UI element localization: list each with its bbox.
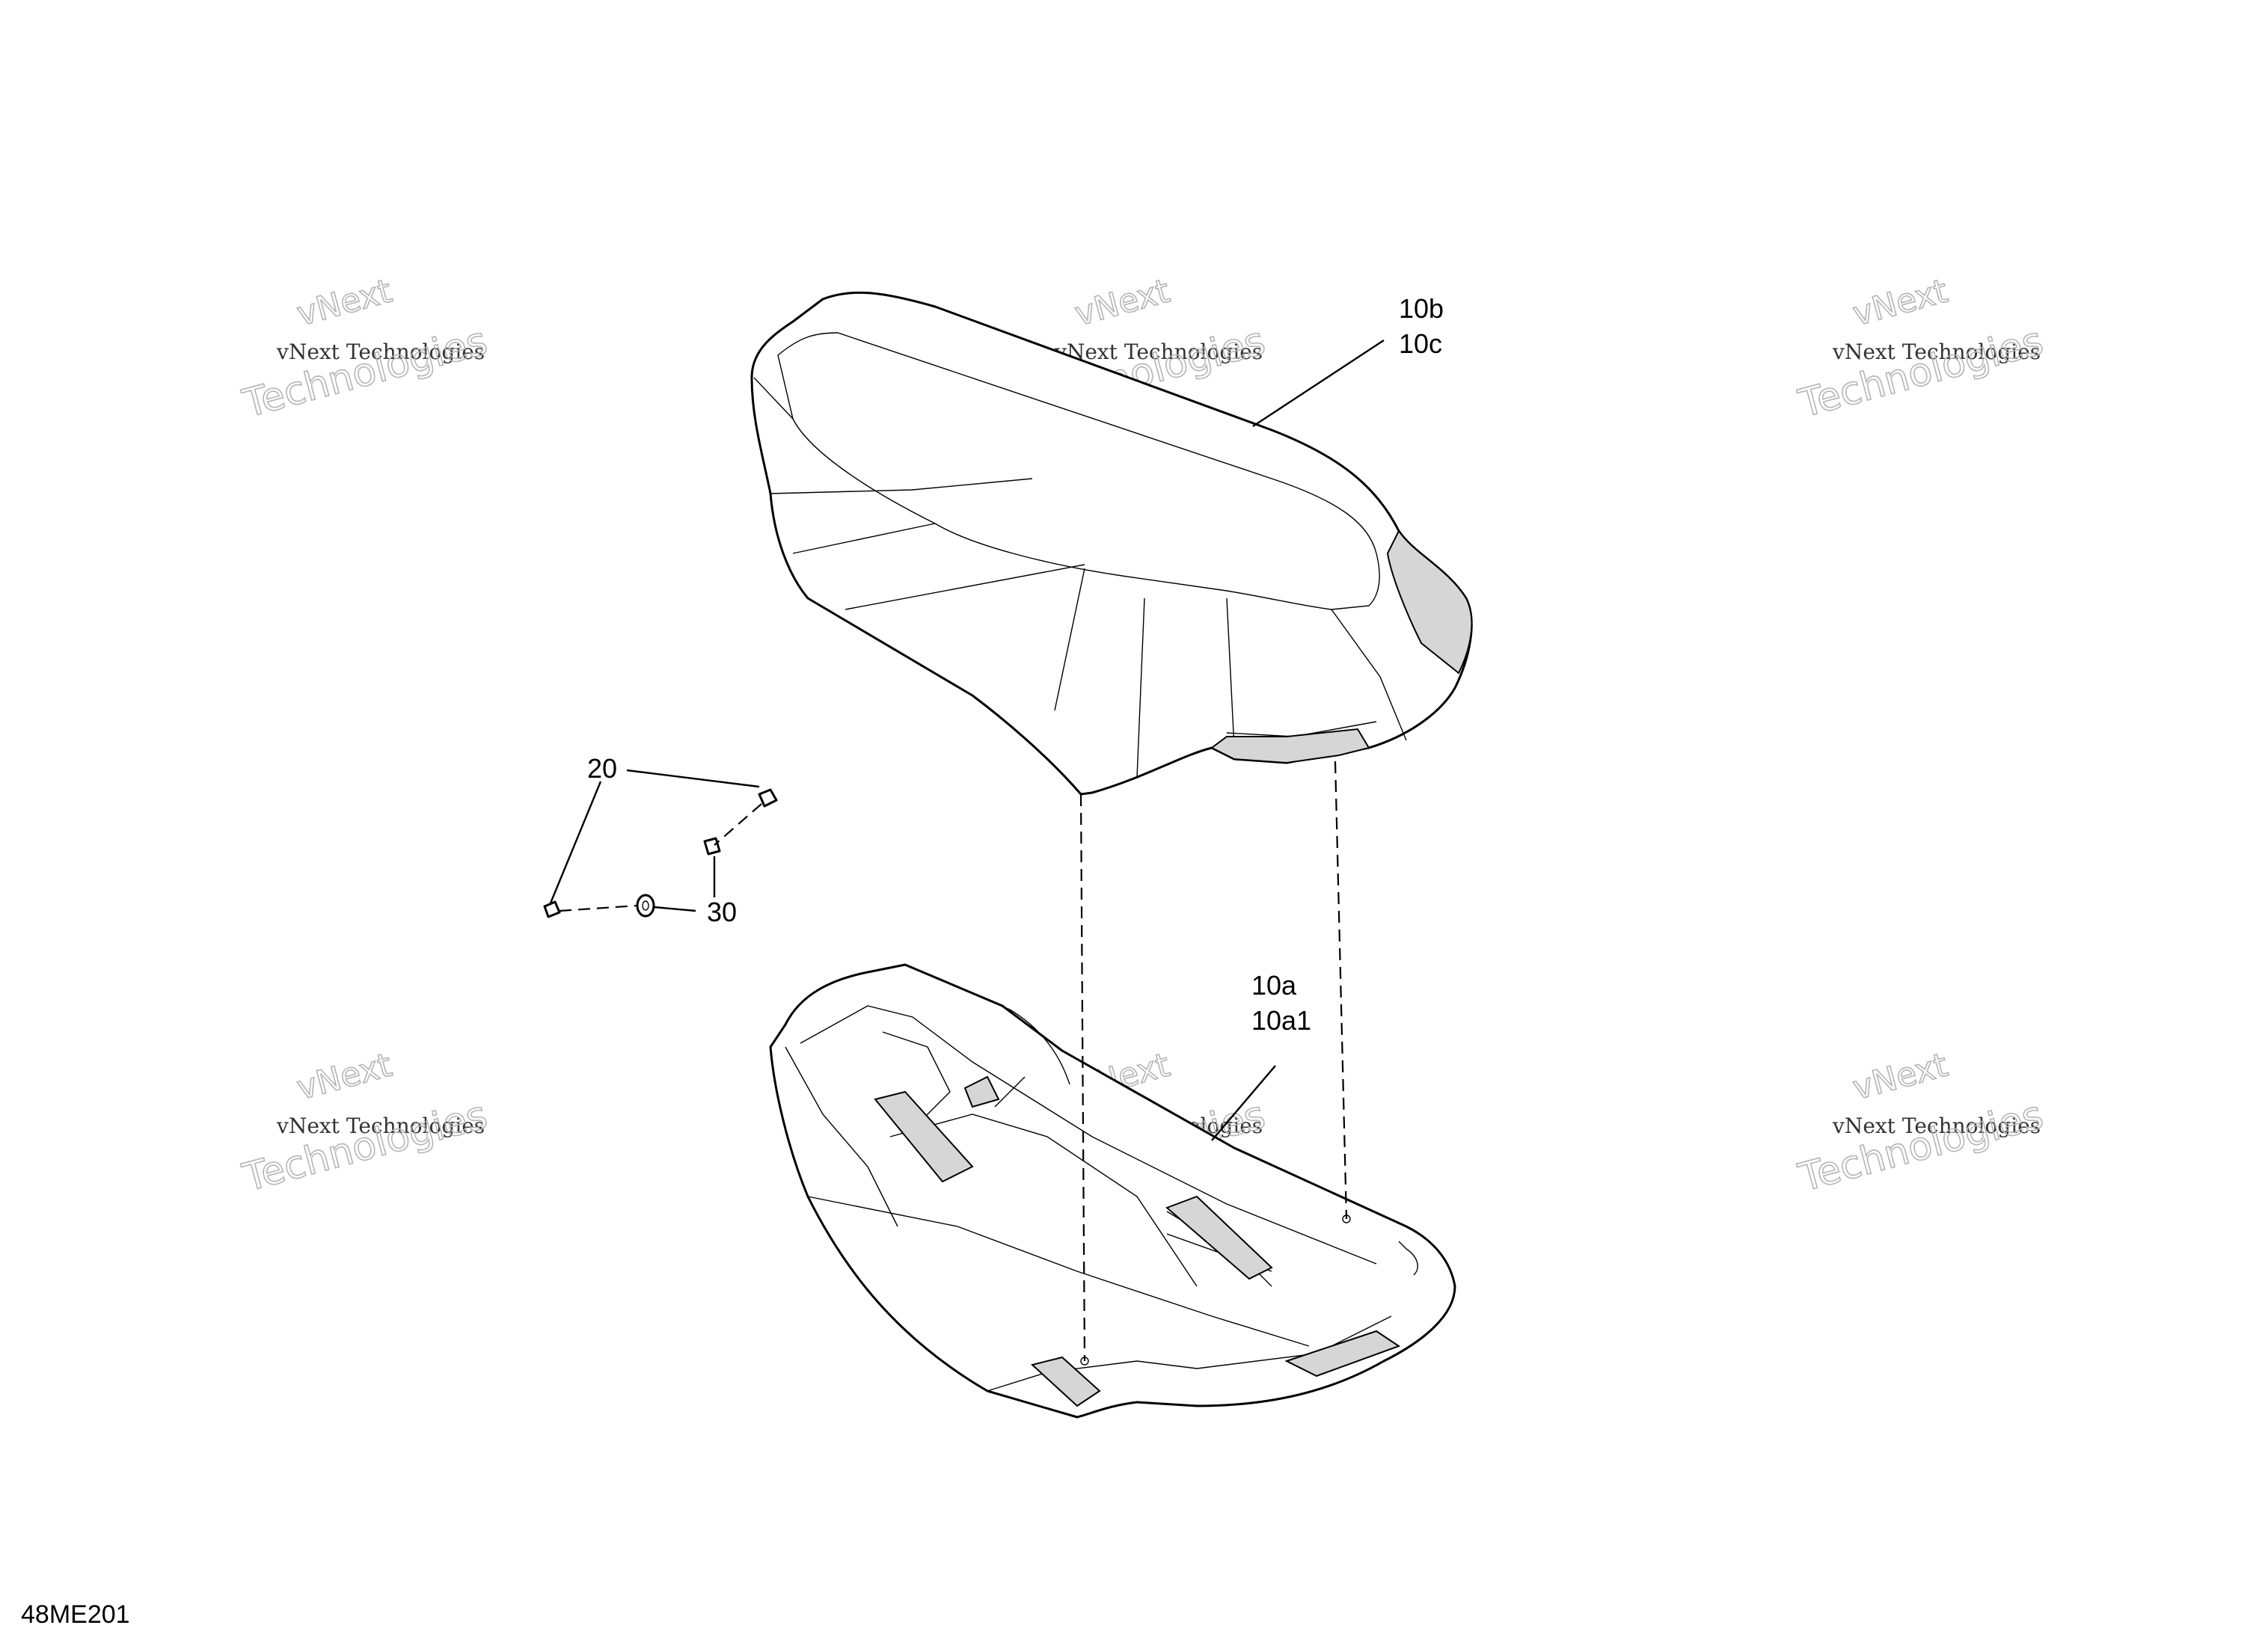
watermark-brand: vNext <box>293 272 396 334</box>
seat-cover-part <box>750 291 1473 796</box>
washer-part <box>636 894 655 918</box>
watermark-bottom-left: vNext vNext Technologies Technologies <box>238 1045 493 1202</box>
assembly-guide-right <box>1334 761 1348 1220</box>
leader-30-washer <box>654 906 696 912</box>
watermark-text: vNext Technologies <box>1054 340 1263 364</box>
watermark-top-left: vNext vNext Technologies Technologies <box>238 271 493 428</box>
watermark-text: vNext Technologies <box>1832 1114 2041 1138</box>
callout-seat-base-a: 10a <box>1251 970 1297 1001</box>
watermark-subtext: Technologies <box>1794 1093 2047 1201</box>
screw-part <box>543 788 778 918</box>
watermark-subtext: Technologies <box>238 319 491 427</box>
callout-seat-cover-c: 10c <box>1399 328 1442 359</box>
watermark-text: vNext Technologies <box>276 1114 485 1138</box>
watermark-top-right: vNext vNext Technologies Technologies <box>1794 271 2049 428</box>
drawing-code: 48ME201 <box>21 1600 130 1629</box>
watermark-brand: vNext <box>1849 272 1952 334</box>
callout-screw: 20 <box>587 753 617 784</box>
callout-washer: 30 <box>707 897 737 927</box>
washer-assembly-dash <box>559 904 638 912</box>
watermark-brand: vNext <box>1849 1046 1952 1108</box>
leader-10a <box>1211 1065 1276 1141</box>
watermark-bottom-right: vNext vNext Technologies Technologies <box>1794 1045 2049 1202</box>
leader-20-bottom <box>548 781 602 906</box>
watermark-text: vNext Technologies <box>1832 340 2041 364</box>
callout-seat-cover-b: 10b <box>1399 293 1444 324</box>
watermark-subtext: Technologies <box>238 1093 491 1201</box>
seat-base-part <box>769 963 1456 1419</box>
assembly-guide-left <box>1079 793 1086 1362</box>
screw-assembly-dash <box>714 803 762 846</box>
watermark-brand: vNext <box>293 1046 396 1108</box>
watermark-text: vNext Technologies <box>276 340 485 364</box>
callout-seat-base-a1: 10a1 <box>1251 1005 1311 1036</box>
leader-10b <box>1252 339 1385 428</box>
leader-20-top <box>626 769 760 788</box>
watermark-brand: vNext <box>1071 272 1174 334</box>
watermark-subtext: Technologies <box>1794 319 2047 427</box>
